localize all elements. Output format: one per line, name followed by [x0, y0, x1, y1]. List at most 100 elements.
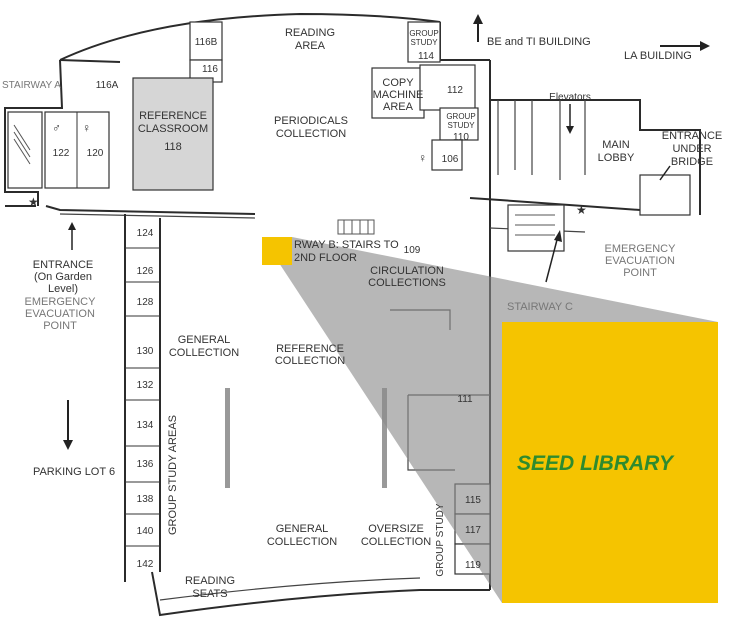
- arrow-down-icon: [63, 440, 73, 450]
- label-oversize-2: COLLECTION: [361, 536, 431, 548]
- label-entrance-bridge-1: ENTRANCE: [662, 130, 723, 142]
- label-evac-right-2: EVACUATION: [605, 255, 675, 267]
- restroom-106-icon: ♀: [418, 151, 427, 165]
- label-reading-seats-1: READING: [185, 575, 235, 587]
- label-evac-left-3: POINT: [43, 320, 77, 332]
- label-group-study-right: GROUP STUDY: [435, 503, 446, 576]
- label-room-119: 119: [465, 560, 481, 571]
- label-group-study-110-2: STUDY: [447, 121, 475, 130]
- corridor-room-dividers: [125, 247, 160, 547]
- arrows: ★ ★ ♂ ♀ ♀: [28, 14, 710, 450]
- label-room-128: 128: [137, 297, 154, 308]
- label-room-111: 111: [457, 394, 473, 405]
- seed-library-label: SEED LIBRARY: [517, 452, 675, 475]
- label-room-117: 117: [465, 525, 481, 536]
- label-room-106: 106: [442, 154, 459, 165]
- label-room-130: 130: [137, 346, 154, 357]
- label-room-126: 126: [137, 266, 154, 277]
- label-room-138: 138: [137, 494, 154, 505]
- label-elevators: Elevators: [549, 92, 591, 103]
- label-stairway-c: STAIRWAY C: [507, 301, 573, 313]
- label-room-116b: 116B: [195, 37, 218, 48]
- label-reading-area-1: READING: [285, 27, 335, 39]
- room-116b: [189, 21, 223, 61]
- copy-machine-room: [371, 67, 425, 119]
- label-entrance-bridge-3: BRIDGE: [671, 156, 713, 168]
- arrow-up-icon: [473, 14, 483, 24]
- label-stairway-a: STAIRWAY A: [2, 80, 61, 91]
- entrance-bridge-vestibule: [639, 174, 691, 216]
- label-room-140: 140: [137, 526, 154, 537]
- label-room-116: 116: [202, 64, 218, 75]
- label-evac-right-1: EMERGENCY: [605, 243, 677, 255]
- shelf-2: [382, 388, 387, 488]
- label-room-118: 118: [164, 141, 182, 153]
- label-general-collection-bottom-2: COLLECTION: [267, 536, 337, 548]
- label-reference-classroom-2: CLASSROOM: [138, 123, 208, 135]
- label-entrance-garden-1: ENTRANCE: [33, 259, 94, 271]
- evacuation-star-left-icon: ★: [28, 195, 39, 209]
- restroom-women-icon: ♀: [82, 121, 91, 135]
- label-evac-right-3: POINT: [623, 267, 657, 279]
- entrance-arrow-icon: [68, 222, 76, 230]
- elevator-arrow-icon: [566, 126, 574, 134]
- label-room-124: 124: [137, 228, 154, 239]
- label-reading-area-2: AREA: [295, 40, 326, 52]
- label-parking-lot: PARKING LOT 6: [33, 466, 115, 478]
- label-room-109: 109: [404, 245, 421, 256]
- label-entrance-garden-3: Level): [48, 283, 78, 295]
- label-group-study-110-1: GROUP: [446, 112, 475, 121]
- room-labels: READING AREA GROUP STUDY 114 BE and TI B…: [2, 27, 722, 600]
- label-main-lobby-2: LOBBY: [598, 152, 635, 164]
- label-room-136: 136: [137, 459, 154, 470]
- label-periodicals-2: COLLECTION: [276, 128, 346, 140]
- label-group-study-114-2: STUDY: [410, 38, 438, 47]
- label-group-study-areas: GROUP STUDY AREAS: [167, 415, 179, 535]
- room-110: [439, 107, 479, 141]
- label-reference-classroom-1: REFERENCE: [139, 110, 207, 122]
- label-la-building: LA BUILDING: [624, 50, 692, 62]
- label-main-lobby-1: MAIN: [602, 139, 630, 151]
- label-stairway-b-2: 2ND FLOOR: [294, 252, 357, 264]
- label-room-134: 134: [137, 420, 154, 431]
- room-106: [431, 139, 463, 171]
- shelf-1: [225, 388, 230, 488]
- label-oversize-1: OVERSIZE: [368, 523, 424, 535]
- label-copy-machine-1: COPY: [382, 77, 414, 89]
- label-room-120: 120: [87, 148, 104, 159]
- label-reference-collection-1: REFERENCE: [276, 343, 344, 355]
- corridor-room-numbers: 124 126 128 130 132 134 136 138 140 142: [137, 228, 154, 570]
- label-general-collection-top-1: GENERAL: [178, 334, 231, 346]
- label-room-112: 112: [447, 85, 463, 96]
- room-114: [407, 21, 441, 63]
- stairway-c-room: [507, 204, 565, 252]
- label-room-115: 115: [465, 495, 481, 506]
- label-room-122: 122: [53, 148, 70, 159]
- label-room-114: 114: [418, 51, 434, 62]
- label-evac-left-1: EMERGENCY: [25, 296, 97, 308]
- label-group-study-114-1: GROUP: [409, 29, 438, 38]
- label-periodicals-1: PERIODICALS: [274, 115, 348, 127]
- label-entrance-bridge-2: UNDER: [672, 143, 711, 155]
- label-stairway-b-1: RWAY B: STAIRS TO: [294, 239, 399, 251]
- room-112: [419, 64, 476, 111]
- seed-library-box: [502, 322, 718, 603]
- seed-library-marker: [262, 237, 292, 265]
- stairway-c-arrow-icon: [554, 230, 562, 242]
- label-general-collection-bottom-1: GENERAL: [276, 523, 329, 535]
- label-copy-machine-2: MACHINE: [373, 89, 424, 101]
- label-general-collection-top-2: COLLECTION: [169, 347, 239, 359]
- label-be-ti: BE and TI BUILDING: [487, 36, 591, 48]
- label-circulation-2: COLLECTIONS: [368, 277, 446, 289]
- label-room-110: 110: [453, 132, 469, 143]
- restroom-men-icon: ♂: [52, 121, 61, 135]
- label-circulation-1: CIRCULATION: [370, 265, 444, 277]
- label-entrance-garden-2: (On Garden: [34, 271, 92, 283]
- evacuation-star-right-icon: ★: [576, 203, 587, 217]
- label-room-132: 132: [137, 380, 154, 391]
- arrow-right-icon: [700, 41, 710, 51]
- label-evac-left-2: EVACUATION: [25, 308, 95, 320]
- reference-classroom-room: [132, 77, 214, 191]
- label-copy-machine-3: AREA: [383, 101, 414, 113]
